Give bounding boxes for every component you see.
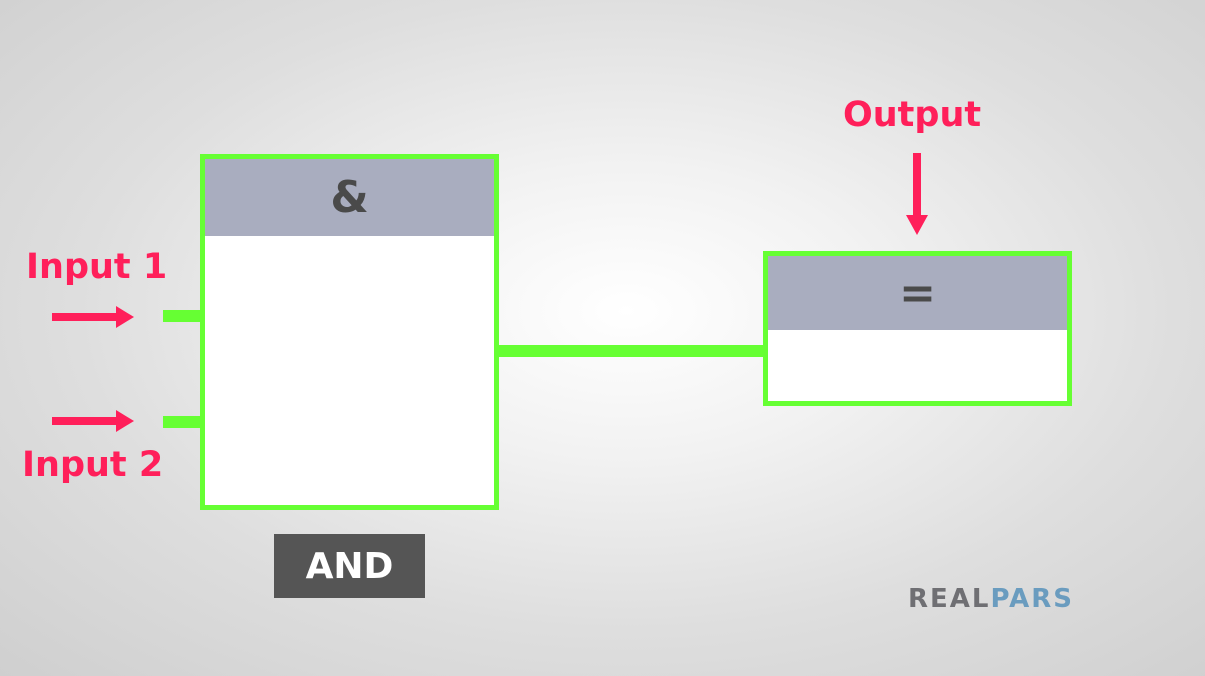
output-arrow-icon — [906, 153, 928, 235]
input-1-arrow-icon — [52, 306, 134, 328]
realpars-logo: REALPARS — [908, 586, 1074, 612]
assign-symbol: = — [899, 267, 936, 319]
input-2-label: Input 2 — [22, 445, 164, 485]
assign-block: = — [763, 251, 1072, 406]
input-1-label: Input 1 — [26, 247, 168, 287]
output-label: Output — [843, 95, 982, 135]
and-block: & — [200, 154, 499, 510]
logo-part-real: REAL — [908, 584, 991, 614]
and-caption: AND — [274, 534, 425, 598]
and-block-header: & — [205, 159, 494, 236]
input-1-wire — [163, 310, 205, 322]
input-2-wire — [163, 416, 205, 428]
logo-part-pars: PARS — [990, 584, 1075, 614]
connection-wire — [497, 345, 767, 357]
and-symbol: & — [330, 172, 369, 223]
assign-block-header: = — [768, 256, 1067, 330]
input-2-arrow-icon — [52, 410, 134, 432]
